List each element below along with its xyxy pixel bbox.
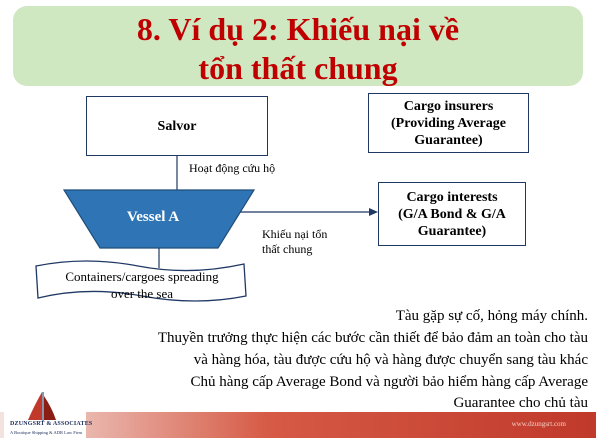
salvor-box: Salvor — [86, 96, 268, 156]
firm-logo-name: DZUNGSRT & ASSOCIATES — [10, 421, 93, 427]
slide-title-line-1: 8. Ví dụ 2: Khiếu nại về — [136, 11, 460, 47]
body-line-1: Tàu gặp sự cố, hỏng máy chính. — [395, 308, 588, 324]
footer-bar — [0, 412, 596, 438]
vessel-label: Vessel A — [126, 209, 180, 225]
containers-line-2: over the sea — [110, 286, 174, 301]
firm-logo — [4, 390, 86, 438]
salvage-label: Hoạt động cứu hộ — [189, 161, 276, 175]
firm-logo-tagline: A Boutique Shipping & ADR Law Firm — [10, 430, 83, 435]
slide-title-line-2: tổn thất chung — [198, 50, 398, 86]
body-line-3: và hàng hóa, tàu được cứu hộ và hàng đượ… — [193, 352, 588, 368]
body-line-5: Guarantee cho chủ tàu — [453, 395, 588, 411]
title-background — [13, 6, 583, 86]
claim-label-line-2: thất chung — [262, 242, 313, 256]
containers-label: Containers/cargoes spreading over the se… — [40, 268, 244, 302]
footer-url: www.dzungsrt.com — [511, 420, 566, 428]
cargo-interests-line-3: Guarantee) — [417, 223, 487, 239]
body-line-2: Thuyền trưởng thực hiện các bước cần thi… — [157, 330, 588, 346]
claim-label-line-1: Khiếu nại tổn — [262, 227, 328, 241]
vessel-shape — [62, 189, 256, 249]
cargo-insurers-line-3: Guarantee) — [414, 132, 483, 148]
body-line-4: Chủ hàng cấp Average Bond và người bảo h… — [190, 374, 588, 390]
salvor-label: Salvor — [157, 118, 197, 134]
claim-arrow-head — [369, 208, 378, 216]
cargo-insurers-line-2: (Providing Average — [391, 115, 506, 131]
cargo-interests-line-2: (G/A Bond & G/A — [398, 206, 506, 222]
cargo-interests-box: Cargo interests (G/A Bond & G/A Guarante… — [378, 182, 526, 246]
containers-line-1: Containers/cargoes spreading — [65, 269, 219, 284]
cargo-interests-line-1: Cargo interests — [406, 189, 498, 205]
containers-shape — [35, 260, 247, 302]
cargo-insurers-line-1: Cargo insurers — [403, 98, 494, 114]
cargo-insurers-box: Cargo insurers (Providing Average Guaran… — [368, 93, 529, 153]
